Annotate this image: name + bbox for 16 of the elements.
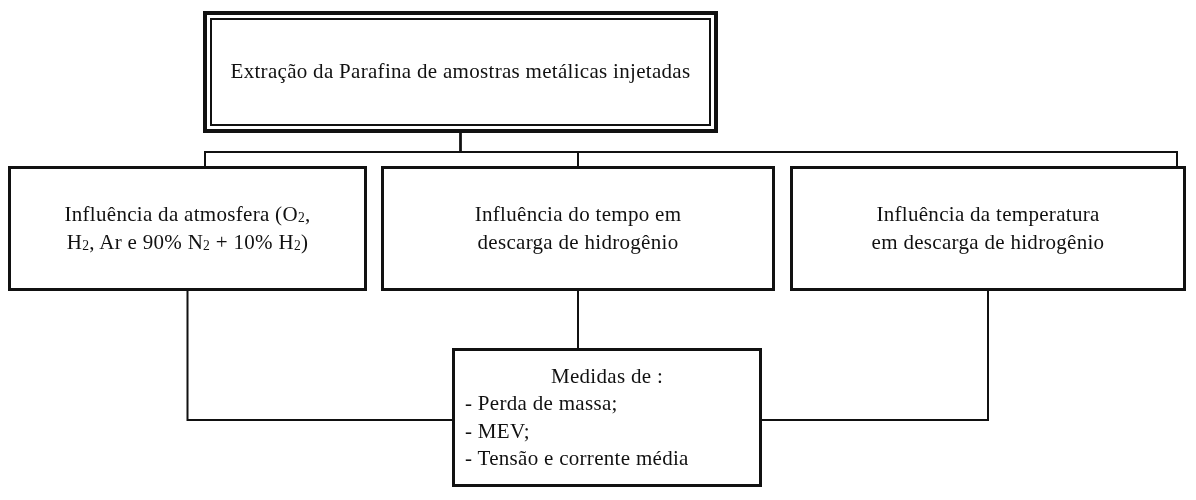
box-label: Extração da Parafina de amostras metálicas injetadas <box>230 58 691 86</box>
list-item: - Tensão e corrente média <box>465 444 689 472</box>
process-box <box>8 166 367 291</box>
connector-line <box>186 290 453 421</box>
box-label: Influência do tempo em descarga de hidrogênio <box>473 201 683 256</box>
process-box <box>790 166 1186 291</box>
connector-line <box>761 290 989 421</box>
connector-line <box>577 290 579 349</box>
process-box <box>381 166 775 291</box>
list-item: - MEV; <box>465 417 530 445</box>
box-label: Influência da temperatura em descarga de hidrogênio <box>870 201 1106 256</box>
connector-line <box>459 132 1178 167</box>
process-box <box>452 348 762 487</box>
box-heading: Medidas de : <box>550 362 664 390</box>
title-box <box>203 11 718 133</box>
list-item: - Perda de massa; <box>465 390 618 418</box>
